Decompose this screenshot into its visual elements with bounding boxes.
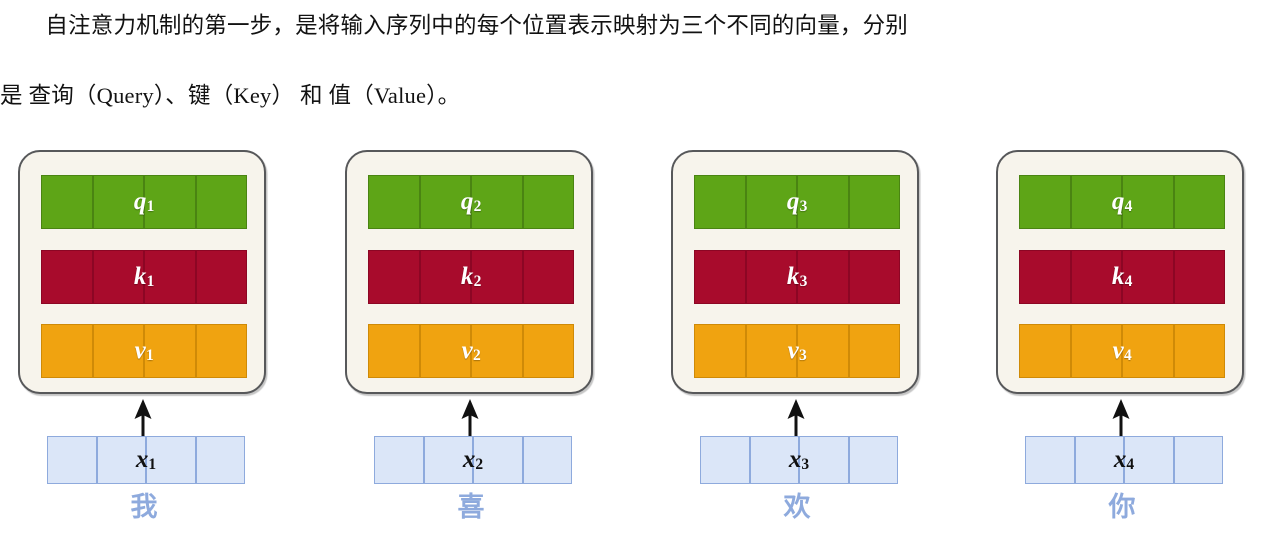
vector-cell bbox=[1122, 250, 1174, 304]
vector-cell bbox=[797, 175, 849, 229]
token-cell bbox=[1173, 436, 1223, 484]
vector-cell bbox=[1122, 324, 1174, 378]
vector-cell bbox=[368, 324, 420, 378]
vector-cell bbox=[848, 324, 900, 378]
token-chinese-char-3: 欢 bbox=[783, 492, 811, 523]
token-cell bbox=[749, 436, 799, 484]
vector-cell bbox=[522, 250, 574, 304]
token-cell bbox=[423, 436, 473, 484]
vector-cell bbox=[1019, 175, 1071, 229]
vector-cell bbox=[797, 324, 849, 378]
vector-cell bbox=[1122, 175, 1174, 229]
token-cell bbox=[96, 436, 146, 484]
token-cell bbox=[1124, 436, 1174, 484]
token-cell bbox=[522, 436, 572, 484]
token-cell bbox=[47, 436, 97, 484]
vector-cell bbox=[471, 324, 523, 378]
vector-cell bbox=[694, 175, 746, 229]
vector-cell bbox=[144, 250, 196, 304]
vector-cell bbox=[848, 175, 900, 229]
vector-cell bbox=[471, 250, 523, 304]
paragraph-line-2: 是 查询（Query）、键（Key） 和 值（Value）。 bbox=[0, 83, 461, 108]
vector-cell bbox=[419, 175, 471, 229]
token-cell bbox=[473, 436, 523, 484]
token-cell bbox=[700, 436, 750, 484]
vector-cell bbox=[144, 324, 196, 378]
vector-cell bbox=[1173, 175, 1225, 229]
vector-cell bbox=[1070, 250, 1122, 304]
vector-cell bbox=[41, 250, 93, 304]
vector-cell bbox=[1070, 175, 1122, 229]
token-cell bbox=[374, 436, 424, 484]
vector-cell bbox=[195, 175, 247, 229]
vector-cell bbox=[368, 250, 420, 304]
vector-cell bbox=[745, 324, 797, 378]
vector-cell bbox=[745, 250, 797, 304]
vector-cell bbox=[694, 250, 746, 304]
vector-cell bbox=[368, 175, 420, 229]
token-cell bbox=[195, 436, 245, 484]
vector-cell bbox=[1070, 324, 1122, 378]
paragraph-line-1: 自注意力机制的第一步，是将输入序列中的每个位置表示映射为三个不同的向量，分别 bbox=[0, 13, 909, 38]
vector-cell bbox=[522, 175, 574, 229]
vector-cell bbox=[694, 324, 746, 378]
token-cell bbox=[1074, 436, 1124, 484]
token-cell bbox=[146, 436, 196, 484]
vector-cell bbox=[92, 175, 144, 229]
vector-cell bbox=[797, 250, 849, 304]
vector-cell bbox=[195, 250, 247, 304]
vector-cell bbox=[419, 324, 471, 378]
token-chinese-char-2: 喜 bbox=[457, 492, 485, 523]
vector-cell bbox=[1019, 250, 1071, 304]
vector-cell bbox=[92, 250, 144, 304]
vector-cell bbox=[41, 324, 93, 378]
token-chinese-char-1: 我 bbox=[130, 492, 158, 523]
vector-cell bbox=[1019, 324, 1071, 378]
token-cell bbox=[1025, 436, 1075, 484]
vector-cell bbox=[1173, 250, 1225, 304]
token-cell bbox=[848, 436, 898, 484]
vector-cell bbox=[848, 250, 900, 304]
vector-cell bbox=[522, 324, 574, 378]
vector-cell bbox=[41, 175, 93, 229]
token-chinese-char-4: 你 bbox=[1108, 492, 1136, 523]
vector-cell bbox=[92, 324, 144, 378]
vector-cell bbox=[745, 175, 797, 229]
vector-cell bbox=[144, 175, 196, 229]
vector-cell bbox=[419, 250, 471, 304]
vector-cell bbox=[195, 324, 247, 378]
token-cell bbox=[799, 436, 849, 484]
vector-cell bbox=[1173, 324, 1225, 378]
vector-cell bbox=[471, 175, 523, 229]
